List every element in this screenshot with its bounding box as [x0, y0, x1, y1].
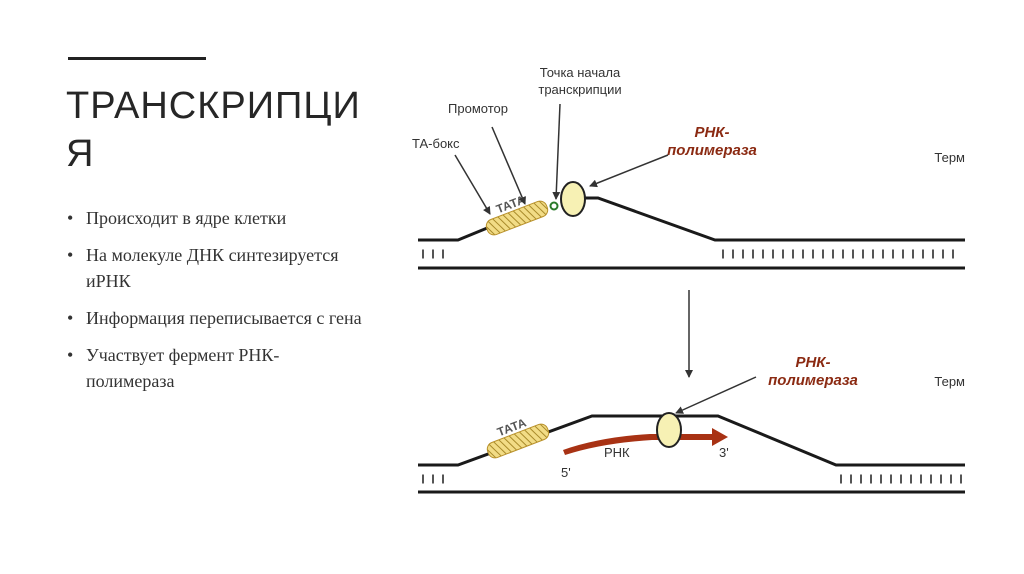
rna-polymerase-label-line2: полимераза [667, 142, 757, 159]
start-point-pointer [552, 103, 561, 200]
elongation-panel: ТАТА РНК 5' 3' РНК- полимераза Терм [418, 354, 965, 494]
rna-label: РНК [604, 445, 630, 460]
dna-template-strand [418, 414, 965, 467]
bullet-item: Участвует фермент РНК-полимераза [66, 342, 366, 394]
promoter-pointer [491, 126, 526, 205]
tata-box: ТАТА [486, 415, 550, 459]
rna-polymerase-label-line1: РНК- [694, 124, 729, 141]
tata-box-pointer [454, 154, 491, 215]
transcription-start-point [549, 201, 559, 211]
title-rule [68, 57, 206, 60]
rna-transcript-arrow [563, 428, 728, 455]
dna-coding-strand [584, 196, 965, 242]
five-prime-label: 5' [561, 465, 571, 480]
rna-polymerase-label-line1: РНК- [795, 354, 830, 371]
dna-template-strand [418, 222, 498, 242]
three-prime-label: 3' [719, 445, 729, 460]
promoter-label: Промотор [448, 101, 508, 116]
terminator-label: Терм [934, 150, 965, 165]
tata-box-label: ТА-бокс [412, 136, 460, 151]
rna-polymerase [560, 181, 586, 217]
rna-polymerase [656, 412, 682, 448]
bullet-item: Происходит в ядре клетки [66, 205, 366, 231]
bullet-list: Происходит в ядре клетки На молекуле ДНК… [66, 205, 366, 405]
rna-polymerase-label-line2: полимераза [768, 372, 858, 389]
slide-title: ТРАНСКРИПЦИ Я [66, 85, 361, 175]
rna-polymerase-pointer [675, 376, 757, 414]
tata-box: ТАТА [485, 192, 549, 236]
start-point-label-line1: Точка начала [540, 65, 621, 80]
terminator-label: Терм [934, 374, 965, 389]
bullet-item: Информация переписывается с гена [66, 305, 366, 331]
bullet-item: На молекуле ДНК синтезируется иРНК [66, 242, 366, 294]
initiation-panel: ТАТА Точка начала транскрипции Промотор … [412, 65, 965, 270]
rna-polymerase-pointer [589, 154, 669, 188]
start-point-label-line2: транскрипции [538, 82, 621, 97]
